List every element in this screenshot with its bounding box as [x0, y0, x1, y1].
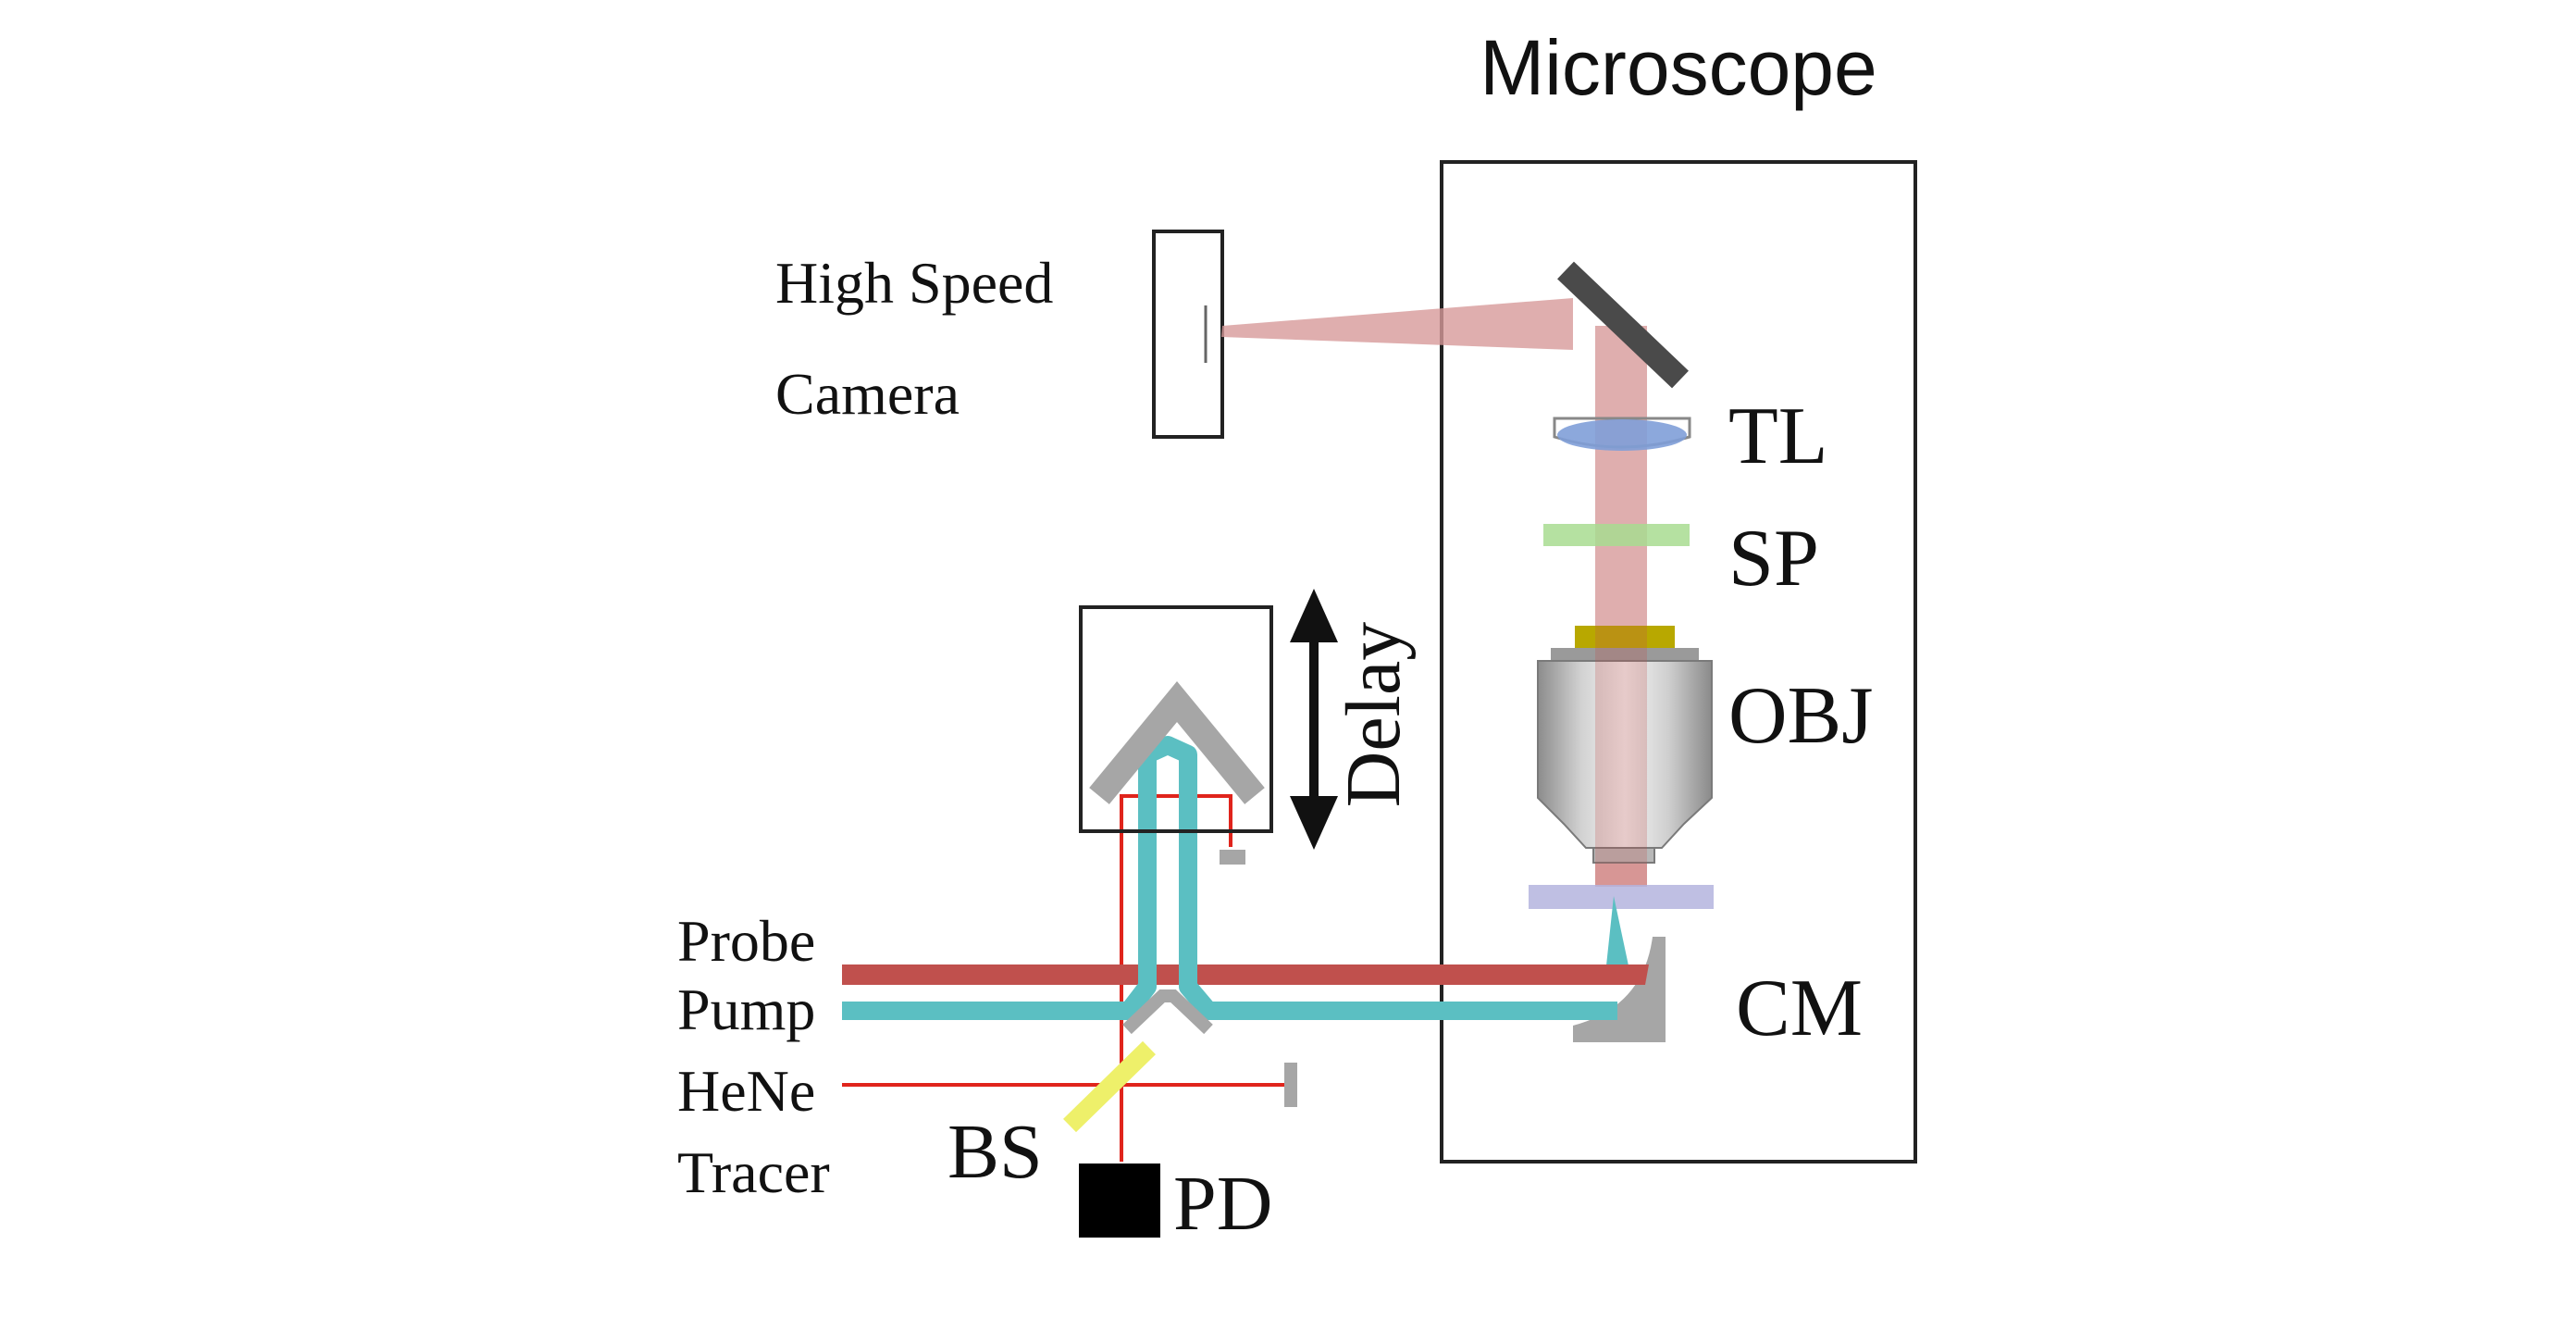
tube-lens-label: TL	[1728, 392, 1828, 481]
objective-ring	[1575, 626, 1675, 650]
delay-stage	[1079, 605, 1273, 833]
probe-label: Probe	[677, 908, 815, 974]
beam-dump-delay	[1220, 850, 1245, 865]
tube-lens	[1557, 419, 1687, 451]
sample-slide	[1529, 885, 1714, 909]
delay-arrow-head-up	[1290, 589, 1338, 642]
camera-body	[1152, 230, 1224, 439]
curved-mirror	[1573, 937, 1666, 1042]
pickoff-mirrors	[1122, 989, 1213, 1035]
objective-top	[1551, 648, 1699, 661]
short-pass-label: SP	[1728, 514, 1819, 604]
beam-splitter	[1063, 1040, 1156, 1133]
pump-beam	[842, 736, 1617, 1020]
pump-label: Pump	[677, 977, 815, 1042]
probe-beam	[842, 964, 1627, 985]
fold-mirror	[1557, 261, 1689, 389]
short-pass-filter	[1543, 524, 1690, 546]
microscope-box	[1440, 160, 1917, 1164]
photodiode-label: PD	[1173, 1161, 1272, 1247]
delay-arrow-head-down	[1290, 796, 1338, 850]
beam-splitter-label: BS	[947, 1109, 1043, 1195]
beam-dump-hene	[1284, 1063, 1297, 1107]
microscope-title: Microscope	[1480, 24, 1876, 111]
photodiode	[1079, 1164, 1160, 1238]
objective-body	[1537, 660, 1713, 849]
objective-tip	[1592, 847, 1655, 864]
camera-label-line1: High Speed	[775, 250, 1053, 316]
focused-beam	[1604, 896, 1632, 983]
delay-label: Delay	[1331, 622, 1417, 808]
objective-label: OBJ	[1728, 671, 1874, 761]
camera-label-line2: Camera	[775, 361, 960, 427]
objective-probe-overlay	[1595, 626, 1647, 887]
delay-retroreflector	[1089, 680, 1265, 804]
hene-label-line2: Tracer	[677, 1139, 830, 1205]
probe-imaging-beam-horizontal	[1221, 298, 1573, 350]
hene-label-line1: HeNe	[677, 1058, 815, 1124]
probe-beam-to-mirror	[1625, 964, 1649, 985]
curved-mirror-label: CM	[1736, 964, 1863, 1053]
